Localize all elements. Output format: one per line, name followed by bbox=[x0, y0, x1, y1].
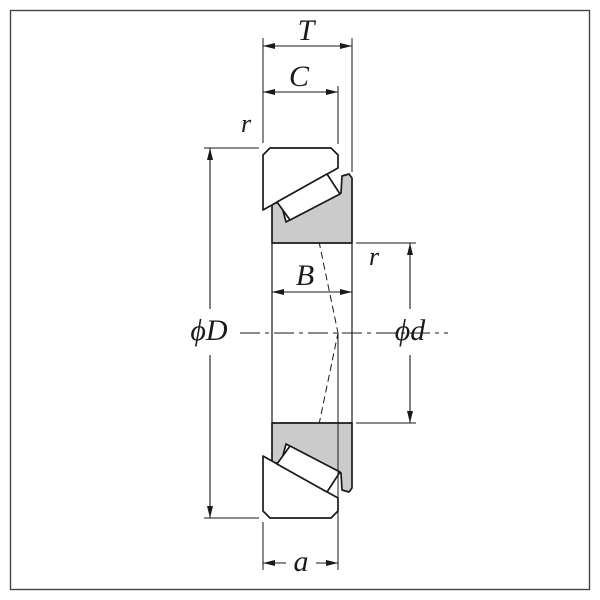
dimension-label-T: T bbox=[297, 14, 315, 47]
dimension-phiD bbox=[204, 147, 259, 519]
page-frame bbox=[9, 9, 591, 591]
dimension-C bbox=[263, 86, 339, 144]
dimension-label-r-inner: r bbox=[368, 242, 380, 271]
dimension-label-a: a bbox=[293, 545, 309, 578]
tapered-roller-top bbox=[276, 173, 341, 221]
dimension-label-r-outer: r bbox=[240, 109, 252, 138]
dimension-a bbox=[262, 333, 339, 570]
outer-ring-top-section bbox=[262, 147, 339, 211]
dimension-label-phiD: ϕD bbox=[190, 314, 228, 347]
load-line-top bbox=[300, 154, 339, 334]
dimension-label-B: B bbox=[295, 259, 315, 292]
load-line-bottom bbox=[300, 332, 339, 512]
tapered-roller-bottom bbox=[276, 445, 341, 493]
dimension-label-C: C bbox=[288, 60, 310, 93]
dimension-phid bbox=[356, 242, 416, 424]
dimension-label-phid: ϕd bbox=[394, 314, 426, 347]
